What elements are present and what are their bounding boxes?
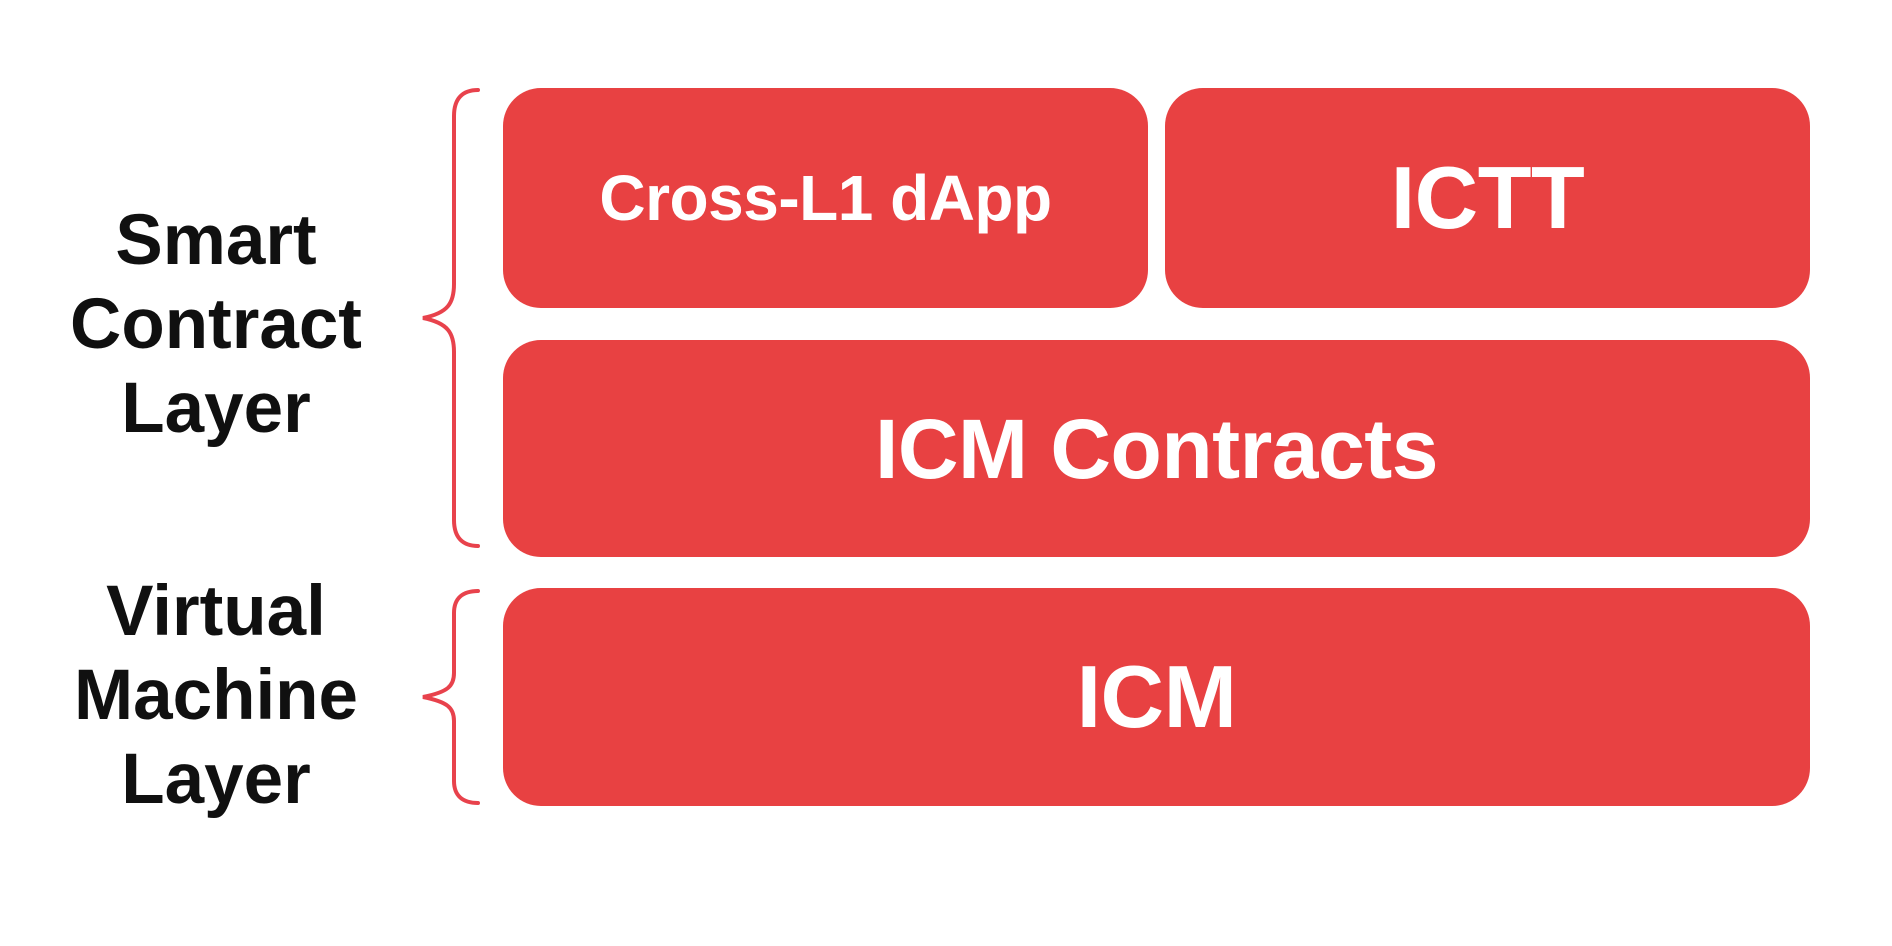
label-line: Machine bbox=[73, 656, 359, 735]
label-smart-contract-layer: Smart Contract Layer bbox=[0, 199, 432, 451]
label-line: Contract bbox=[70, 285, 362, 364]
smart-contract-brace-icon bbox=[418, 88, 480, 548]
box-icm: ICM bbox=[503, 588, 1810, 806]
box-cross-l1-dapp: Cross-L1 dApp bbox=[503, 88, 1148, 308]
box-ictt: ICTT bbox=[1165, 88, 1810, 308]
box-label: ICTT bbox=[1390, 148, 1585, 247]
label-line: Virtual bbox=[106, 572, 326, 651]
label-line: Smart bbox=[115, 201, 317, 280]
box-label: ICM Contracts bbox=[875, 401, 1438, 496]
box-icm-contracts: ICM Contracts bbox=[503, 340, 1810, 557]
label-line: Layer bbox=[121, 740, 311, 819]
virtual-machine-brace-icon bbox=[418, 589, 480, 805]
box-label: Cross-L1 dApp bbox=[599, 162, 1052, 234]
box-label: ICM bbox=[1076, 647, 1237, 746]
label-virtual-machine-layer: Virtual Machine Layer bbox=[0, 570, 432, 822]
label-line: Layer bbox=[121, 369, 311, 448]
